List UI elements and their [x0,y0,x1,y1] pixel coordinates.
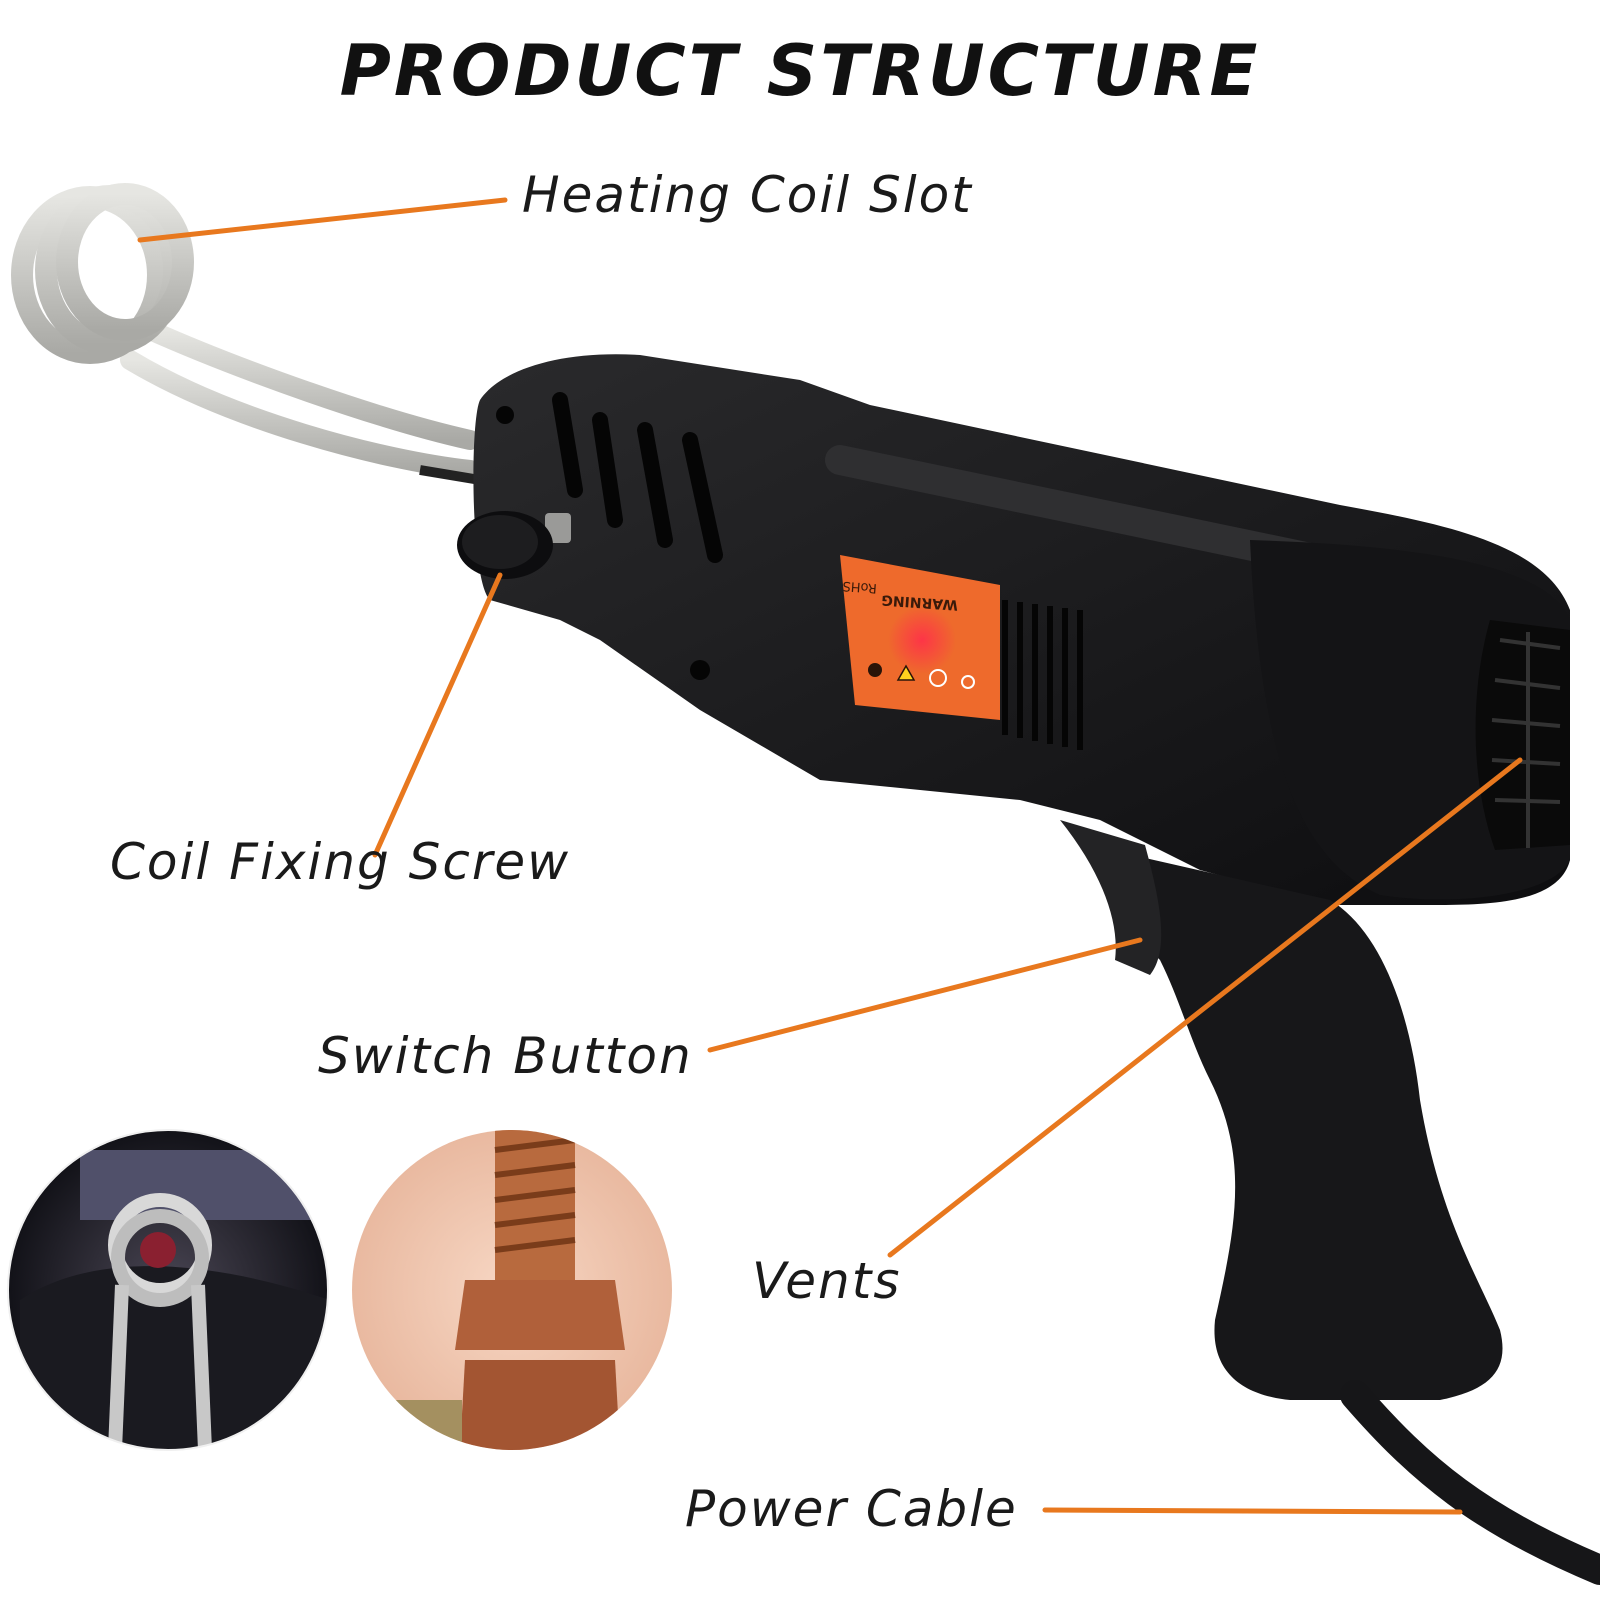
vents-grille [1475,620,1570,850]
label-power-cable: Power Cable [685,1480,1018,1538]
leader-heating-coil [137,197,508,243]
side-vents [1002,600,1083,750]
leader-lines [137,197,1523,1515]
leader-coil-screw [372,572,503,858]
label-vents: Vents [752,1252,902,1310]
switch-trigger [1060,820,1162,975]
warning-sticker: WARNING RoHS [840,555,1000,720]
warning-header: WARNING [881,591,958,612]
inset-photo-rusty-bolt [352,1130,672,1450]
leader-switch [707,937,1143,1053]
rohs-mark: RoHS [842,578,877,595]
heater-body [473,354,1600,1585]
coil-fixing-screw [457,511,571,579]
leader-vents [887,757,1523,1258]
heating-coil [11,183,481,485]
page-title: PRODUCT STRUCTURE [339,30,1261,112]
inset-photo-coil-heating [8,1130,328,1450]
label-coil-fixing-screw: Coil Fixing Screw [110,833,571,891]
power-cable [1340,1380,1600,1585]
label-switch-button: Switch Button [318,1027,693,1085]
label-heating-coil-slot: Heating Coil Slot [522,166,973,224]
leader-power-cable [1042,1507,1463,1515]
